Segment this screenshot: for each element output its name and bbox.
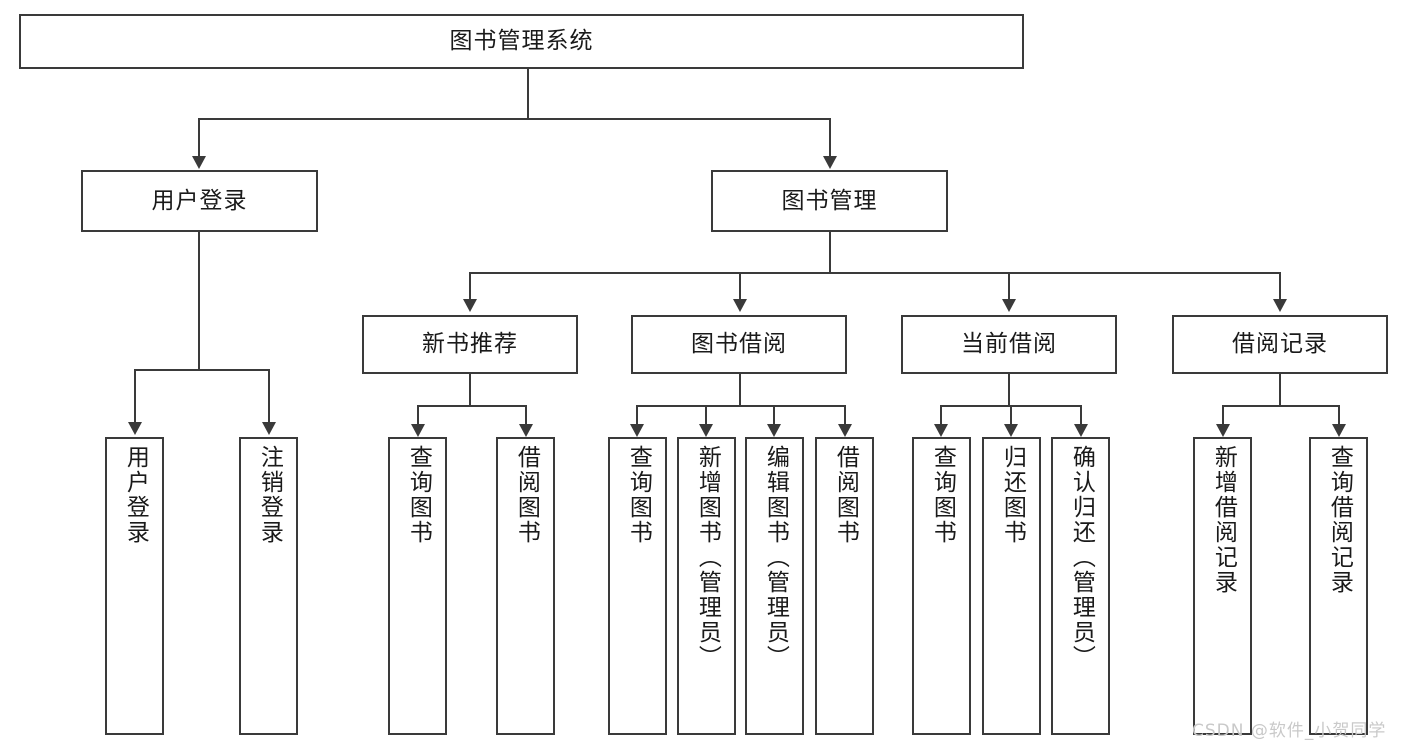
connector-current-borrow-stem — [1008, 374, 1010, 406]
arrow-to-bookborrow-leaf-3 — [767, 424, 781, 437]
arrow-to-currentborrow-leaf-1 — [934, 424, 948, 437]
connector-currentborrow-leaf-2 — [1010, 405, 1012, 426]
arrow-to-leaf-user-login — [128, 422, 142, 435]
connector-book-management-bar — [469, 272, 1281, 274]
connector-root-bar — [198, 118, 830, 120]
node-label: 图书管理系统 — [449, 28, 594, 54]
connector-bm-to-current-borrow — [1008, 272, 1010, 301]
leaf-logout-login[interactable]: 注销登录 — [239, 437, 298, 735]
node-borrow-record[interactable]: 借阅记录 — [1172, 315, 1388, 374]
node-label: 查询借阅记录 — [1326, 445, 1353, 595]
arrow-to-borrowrecord-leaf-2 — [1332, 424, 1346, 437]
node-label: 新增借阅记录 — [1210, 445, 1237, 595]
connector-root-stem — [527, 69, 529, 119]
leaf-bookborrow-edit-book[interactable]: 编辑图书（管理员） — [745, 437, 804, 735]
connector-book-borrow-stem — [739, 374, 741, 406]
arrow-to-newbook-leaf-2 — [519, 424, 533, 437]
connector-user-login-to-leaf-2 — [268, 369, 270, 424]
connector-new-book-bar — [417, 405, 527, 407]
arrow-to-newbook-leaf-1 — [411, 424, 425, 437]
connector-borrow-record-bar — [1222, 405, 1340, 407]
arrow-to-current-borrow — [1002, 299, 1016, 312]
arrow-to-currentborrow-leaf-3 — [1074, 424, 1088, 437]
node-current-borrow[interactable]: 当前借阅 — [901, 315, 1117, 374]
connector-book-management-stem — [829, 232, 831, 273]
connector-bookborrow-leaf-4 — [844, 405, 846, 426]
connector-currentborrow-leaf-3 — [1080, 405, 1082, 426]
connector-bookborrow-leaf-1 — [636, 405, 638, 426]
connector-borrow-record-stem — [1279, 374, 1281, 406]
connector-newbook-leaf-2 — [525, 405, 527, 426]
connector-user-login-stem — [198, 232, 200, 370]
leaf-newbook-borrow-book[interactable]: 借阅图书 — [496, 437, 555, 735]
leaf-bookborrow-borrow-book[interactable]: 借阅图书 — [815, 437, 874, 735]
node-label: 用户登录 — [151, 187, 248, 214]
leaf-currentborrow-query-book[interactable]: 查询图书 — [912, 437, 971, 735]
node-new-book-recommend[interactable]: 新书推荐 — [362, 315, 578, 374]
node-label: 借阅图书 — [513, 445, 540, 545]
leaf-bookborrow-query-book[interactable]: 查询图书 — [608, 437, 667, 735]
connector-newbook-leaf-1 — [417, 405, 419, 426]
connector-user-login-bar — [134, 369, 269, 371]
arrow-to-new-book-recommend — [463, 299, 477, 312]
node-label: 新书推荐 — [422, 331, 518, 357]
node-book-borrow[interactable]: 图书借阅 — [631, 315, 847, 374]
connector-currentborrow-leaf-1 — [940, 405, 942, 426]
node-label: 借阅记录 — [1232, 331, 1328, 357]
arrow-to-bookborrow-leaf-4 — [838, 424, 852, 437]
arrow-to-book-management — [823, 156, 837, 169]
connector-bm-to-book-borrow — [739, 272, 741, 301]
leaf-currentborrow-return-book[interactable]: 归还图书 — [982, 437, 1041, 735]
node-label: 图书借阅 — [691, 331, 787, 357]
arrow-to-user-login — [192, 156, 206, 169]
arrow-to-borrow-record — [1273, 299, 1287, 312]
leaf-currentborrow-confirm-return[interactable]: 确认归还（管理员） — [1051, 437, 1110, 735]
node-label: 注销登录 — [256, 445, 283, 545]
connector-root-to-user-login — [198, 118, 200, 158]
connector-new-book-stem — [469, 374, 471, 406]
connector-borrowrecord-leaf-1 — [1222, 405, 1224, 426]
node-label: 归还图书 — [999, 445, 1026, 545]
leaf-borrowrecord-add-record[interactable]: 新增借阅记录 — [1193, 437, 1252, 735]
node-label: 编辑图书（管理员） — [762, 445, 789, 670]
arrow-to-book-borrow — [733, 299, 747, 312]
connector-user-login-to-leaf-1 — [134, 369, 136, 424]
node-label: 用户登录 — [122, 445, 149, 545]
leaf-bookborrow-add-book[interactable]: 新增图书（管理员） — [677, 437, 736, 735]
connector-book-borrow-bar — [636, 405, 846, 407]
node-label: 查询图书 — [625, 445, 652, 545]
node-root-book-management-system[interactable]: 图书管理系统 — [19, 14, 1024, 69]
connector-root-to-book-management — [829, 118, 831, 158]
node-label: 借阅图书 — [832, 445, 859, 545]
watermark-csdn: CSDN @软件_小贺同学 — [1192, 721, 1387, 741]
arrow-to-bookborrow-leaf-2 — [699, 424, 713, 437]
arrow-to-borrowrecord-leaf-1 — [1216, 424, 1230, 437]
connector-bm-to-borrow-record — [1279, 272, 1281, 301]
node-label: 查询图书 — [929, 445, 956, 545]
node-label: 新增图书（管理员） — [694, 445, 721, 670]
arrow-to-currentborrow-leaf-2 — [1004, 424, 1018, 437]
arrow-to-bookborrow-leaf-1 — [630, 424, 644, 437]
leaf-user-login[interactable]: 用户登录 — [105, 437, 164, 735]
node-label: 图书管理 — [781, 187, 878, 214]
node-user-login[interactable]: 用户登录 — [81, 170, 318, 232]
leaf-borrowrecord-query-record[interactable]: 查询借阅记录 — [1309, 437, 1368, 735]
leaf-newbook-query-book[interactable]: 查询图书 — [388, 437, 447, 735]
node-label: 确认归还（管理员） — [1068, 445, 1095, 670]
node-label: 查询图书 — [405, 445, 432, 545]
arrow-to-leaf-logout-login — [262, 422, 276, 435]
connector-bm-to-new-book — [469, 272, 471, 301]
node-label: 当前借阅 — [961, 331, 1057, 357]
node-book-management[interactable]: 图书管理 — [711, 170, 948, 232]
connector-borrowrecord-leaf-2 — [1338, 405, 1340, 426]
connector-bookborrow-leaf-2 — [705, 405, 707, 426]
connector-bookborrow-leaf-3 — [773, 405, 775, 426]
